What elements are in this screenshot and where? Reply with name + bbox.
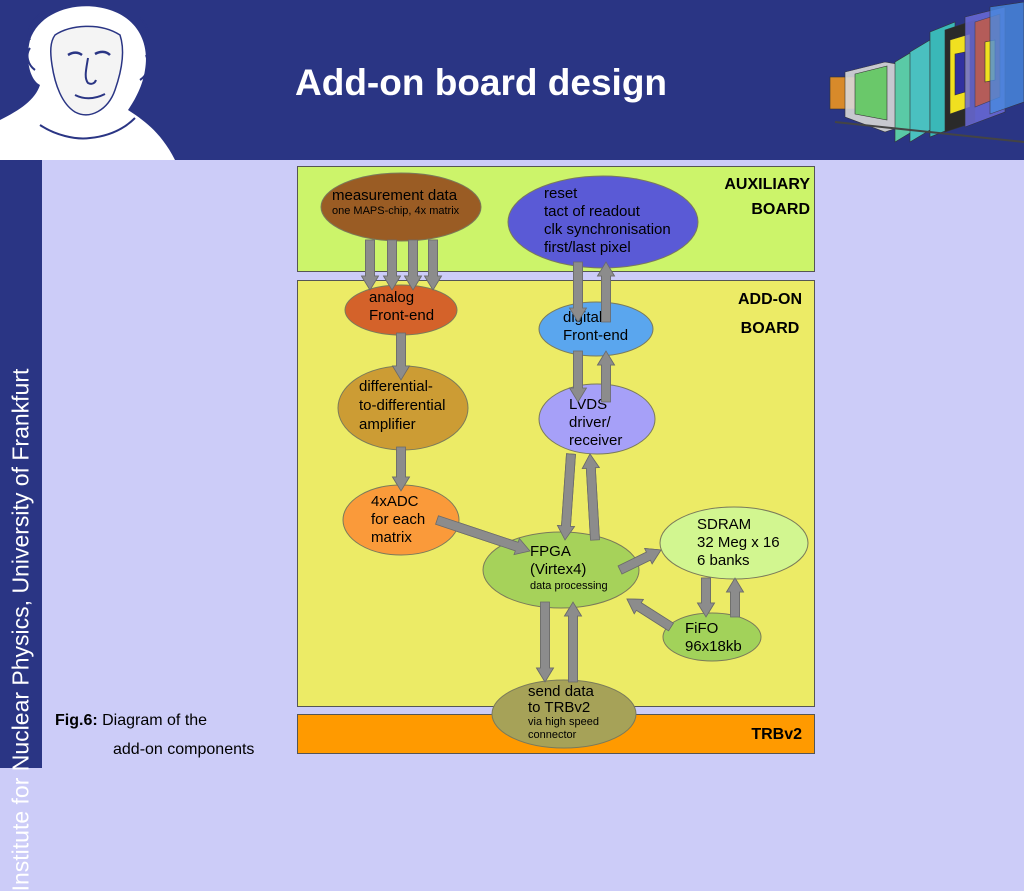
flow-arrow [391,446,411,492]
flow-arrow [596,261,616,323]
sdram-label: SDRAM [697,516,751,533]
flow-arrow [382,239,402,291]
fifo-label: FiFO [685,620,718,637]
board-label-line: BOARD [751,201,810,218]
reset-label: clk synchronisation [544,221,671,238]
send-label: send data [528,683,595,700]
header-bar: Add-on board design [0,0,1024,160]
trbv2-label: TRBv2 [751,726,802,743]
flow-arrow [535,601,555,683]
digital-ellipse [538,301,654,357]
adc-label: matrix [371,529,412,546]
diff-label: to-differential [359,397,445,414]
fpga-label: FPGA [530,543,571,560]
figure-number: Fig.6: [55,712,98,729]
send-sublabel: connector [528,729,577,741]
sidebar-bar: Institute for Nuclear Physics, Universit… [0,160,42,891]
reset-label: first/last pixel [544,239,631,256]
page-title: Add-on board design [295,62,668,103]
auxiliary-board-label: AUXILIARY BOARD [724,172,810,222]
flow-arrow [556,453,576,541]
sdram-label: 32 Meg x 16 [697,534,780,551]
flow-arrow [360,239,380,291]
flow-arrow [626,598,674,632]
flow-arrow [435,515,531,556]
lvds-ellipse [538,383,656,455]
add-on-board-label: ADD-ON BOARD [738,285,802,343]
auxiliary-label-line: AUXILIARY [724,176,810,193]
flow-arrow [581,453,601,541]
flow-arrow [696,577,716,618]
diff-label: amplifier [359,416,416,433]
caption-line-1: Diagram of the [102,712,208,729]
measurement-ellipse [320,172,482,242]
send-label: to TRBv2 [528,699,590,716]
board-label-line: BOARD [740,320,800,337]
flow-arrow [568,261,588,323]
add-on-label-line: ADD-ON [738,291,802,308]
flow-arrow [725,577,745,618]
diff-node: differential-to-differential amplifier [337,365,469,451]
sdram-label: 6 banks [697,552,750,569]
flow-arrow [568,350,588,403]
analog-label: analog [369,289,414,306]
flow-arrow [563,601,583,683]
fifo-label: 96x18kb [685,638,742,655]
adc-label: 4xADC [371,493,419,510]
flow-arrow [423,239,443,291]
flow-arrow [391,332,411,381]
reset-label: reset [544,185,578,202]
send-sublabel: via high speed [528,716,599,728]
goethe-portrait-logo [0,6,175,160]
lvds-label: driver/ [569,414,612,431]
reset-label: tact of readout [544,203,641,220]
diff-label: differential- [359,378,433,395]
fpga-label: (Virtex4) [530,561,586,578]
flow-arrow [596,350,616,403]
fpga-sublabel: data processing [530,580,608,592]
send-ellipse [491,679,637,749]
fifo-ellipse [662,612,762,662]
digital-label: Front-end [563,327,628,344]
caption-line-2: add-on components [113,741,255,758]
adc-label: for each [371,511,425,528]
measurement-sublabel: one MAPS-chip, 4x matrix [332,205,460,217]
measurement-label: measurement data [332,187,458,204]
detector-illustration [829,2,1024,143]
analog-label: Front-end [369,307,434,324]
figure-caption: Fig.6: Diagram of the add-on components [55,706,254,764]
flow-arrow [617,548,662,575]
flow-arrow [403,239,423,291]
lvds-label: receiver [569,432,622,449]
